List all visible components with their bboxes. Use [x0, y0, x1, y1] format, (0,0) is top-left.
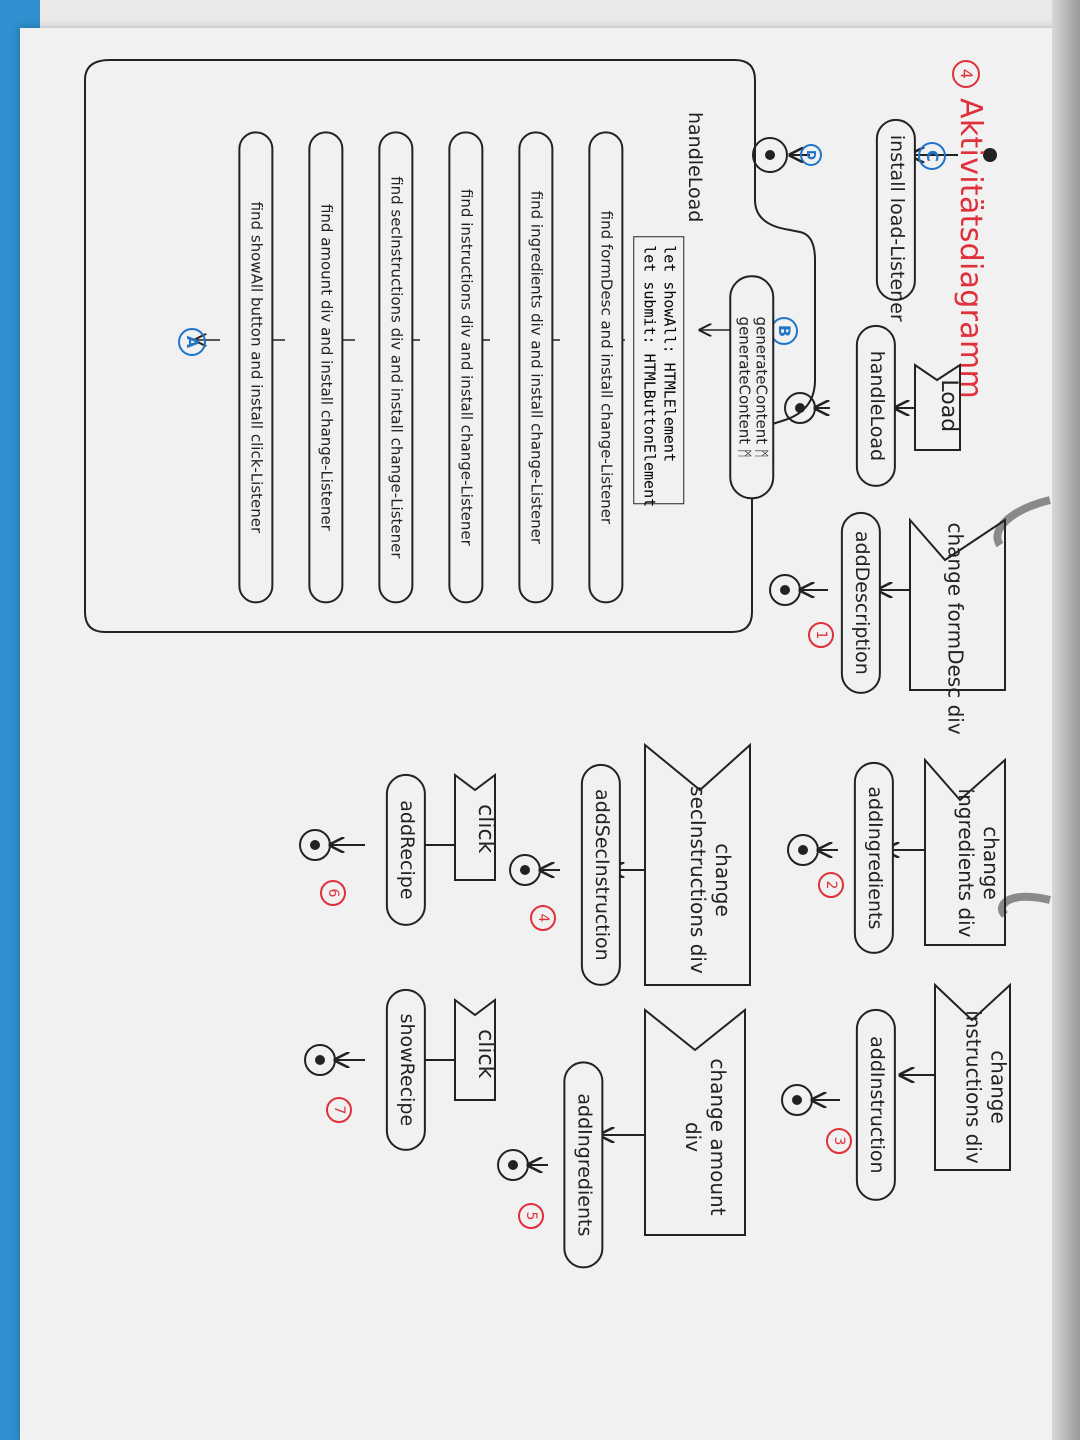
signal-click-1: click [472, 804, 498, 854]
action-add-ingredients: addIngredients [854, 761, 894, 954]
marker-a: A [178, 328, 206, 356]
install-listener-label: install load-Listener [885, 134, 908, 322]
binder-edge [1052, 0, 1080, 1440]
signal-sec-instructions: change secInstructions div [686, 786, 735, 974]
note-line-2: let submit: HTMLButtonElement [640, 245, 658, 508]
marker-c: C [918, 142, 946, 170]
step-4: find secInstructions div and install cha… [378, 131, 414, 604]
variables-note: let showAll: HTMLElement let submit: HTM… [633, 236, 685, 508]
signal-formdesc: change formDesc div [943, 522, 968, 735]
step-3: find instructions div and install change… [448, 131, 484, 604]
action-add-recipe: addRecipe [386, 773, 426, 926]
number-3: 3 [826, 1128, 852, 1154]
final-node-1 [752, 137, 788, 173]
group-frame [84, 59, 816, 633]
action-add-description: addDescription [841, 511, 881, 694]
action-show-recipe: showRecipe [386, 988, 426, 1151]
number-1: 1 [808, 622, 834, 648]
group-label: handleLoad [684, 112, 706, 223]
action-add-sec-instruction: addSecInstruction [581, 763, 621, 986]
load-signal: Load [935, 379, 961, 433]
handle-load-action: handleLoad [856, 324, 896, 487]
number-7: 7 [326, 1097, 352, 1123]
signal-ingredients: change ingredients div [954, 788, 1003, 938]
action-add-instruction: addInstruction [856, 1008, 896, 1201]
number-5: 5 [518, 1203, 544, 1229]
number-4: 4 [530, 905, 556, 931]
signal-instructions: change instructions div [961, 1010, 1011, 1164]
number-6: 6 [320, 880, 346, 906]
handle-load-label: handleLoad [865, 350, 888, 462]
initial-node [983, 148, 997, 162]
binder-ring-bottom [998, 892, 1051, 918]
action-add-ingredients-amount: addIngredients [563, 1061, 604, 1269]
generate-content-label-2: generateContent ᛗ [735, 316, 753, 458]
title-number: 4 [952, 60, 980, 88]
step-5: find amount div and install change-Liste… [308, 131, 344, 604]
note-line-1: let showAll: HTMLElement [660, 245, 679, 462]
number-2: 2 [818, 872, 844, 898]
generate-content-label: generateContent ᛗ [752, 316, 771, 458]
step-1: find formDesc and install change-Listene… [588, 131, 624, 604]
signal-click-2: click [472, 1029, 498, 1079]
install-listener-action: install load-Listener [876, 118, 916, 322]
signal-amount: change amount div [681, 1058, 730, 1216]
generate-content-action: generateContent ᛗ generateContent ᛗ [729, 275, 775, 500]
marker-d: D [800, 144, 822, 166]
binder-ring-top [993, 496, 1051, 548]
step-2: find ingredients div and install change-… [518, 131, 554, 604]
step-6: find showAll button and install click-Li… [238, 131, 274, 604]
